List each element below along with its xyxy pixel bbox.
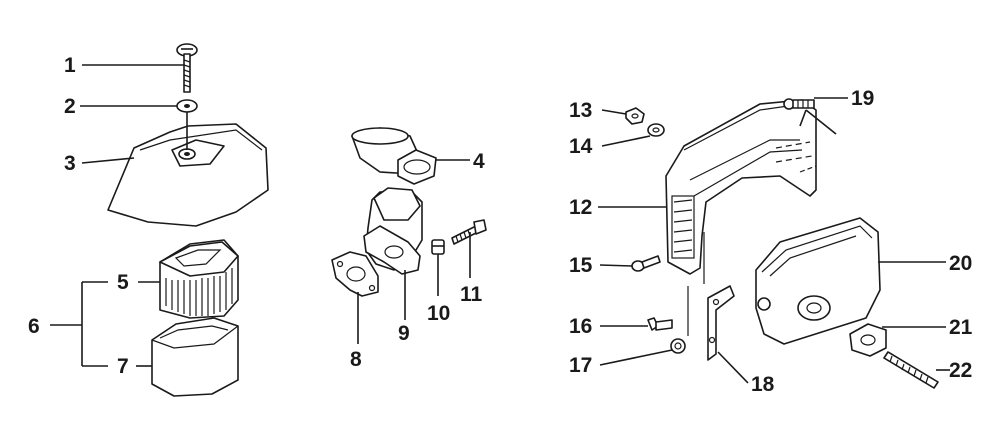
leader-18 <box>717 351 749 384</box>
callout-6: 6 <box>28 315 40 338</box>
callout-10: 10 <box>427 302 450 325</box>
part-14-washer <box>647 123 665 137</box>
part-20-muffler <box>755 217 881 345</box>
callout-17: 17 <box>569 354 592 377</box>
part-19-screw <box>783 98 815 110</box>
callout-15: 15 <box>569 254 593 277</box>
callout-9: 9 <box>398 322 410 345</box>
part-17-lockwasher <box>670 338 686 354</box>
part-9-adapter <box>363 187 423 275</box>
leader-15 <box>599 264 633 267</box>
part-15-screw <box>631 255 661 272</box>
callout-16: 16 <box>569 315 592 338</box>
part-12-muffler-guard <box>665 99 817 275</box>
guide-line <box>687 232 705 336</box>
callout-18: 18 <box>751 373 775 396</box>
part-13-nut <box>625 107 645 125</box>
callout-7: 7 <box>117 355 129 378</box>
leader-17 <box>599 349 673 366</box>
part-8-gasket <box>331 251 379 297</box>
callout-20: 20 <box>949 252 972 275</box>
callout-11: 11 <box>460 283 483 306</box>
callout-8: 8 <box>350 348 362 371</box>
part-4-elbow-seal <box>351 127 437 185</box>
callout-19: 19 <box>851 87 874 110</box>
callout-22: 22 <box>949 359 972 382</box>
callout-1: 1 <box>64 54 76 77</box>
callout-13: 13 <box>569 99 592 122</box>
callout-4: 4 <box>473 150 485 173</box>
leader-14 <box>601 135 651 147</box>
part-3-cover <box>107 112 269 227</box>
leader-19-branch <box>799 109 837 135</box>
part-10-nut <box>431 239 445 255</box>
leader-3 <box>81 157 135 164</box>
part-7-precleaner <box>151 317 239 397</box>
part-18-bracket <box>707 285 735 361</box>
part-5-filter-element <box>159 239 239 319</box>
part-1-screw <box>176 43 198 93</box>
part-2-washer <box>176 99 198 113</box>
part-16-bolt <box>647 317 673 331</box>
part-21-exhaust-gasket <box>849 323 887 357</box>
callout-12: 12 <box>569 196 592 219</box>
bracket-6 <box>50 281 108 367</box>
part-22-stud <box>883 351 939 389</box>
callout-5: 5 <box>117 271 129 294</box>
callout-21: 21 <box>949 316 973 339</box>
callout-3: 3 <box>64 152 76 175</box>
part-11-bolt <box>451 219 487 245</box>
callout-14: 14 <box>569 135 593 158</box>
callout-2: 2 <box>64 95 76 118</box>
leader-13 <box>601 109 627 115</box>
